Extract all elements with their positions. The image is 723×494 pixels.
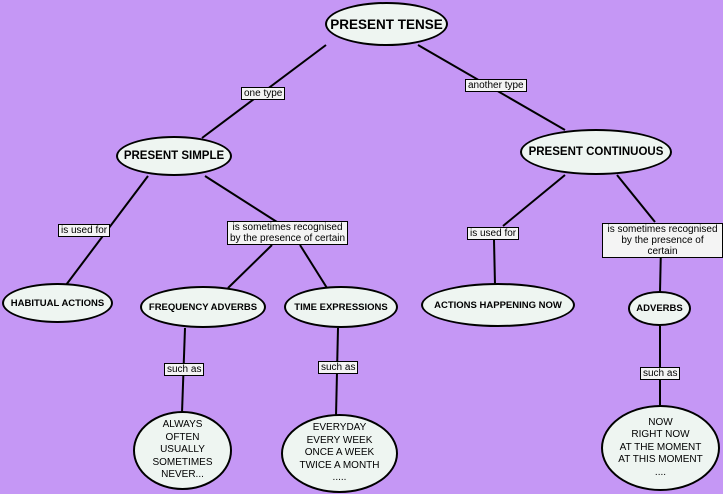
link-label-is-used-for-continuous[interactable]: is used for: [467, 227, 520, 240]
line-continuous-to-used-for: [502, 174, 566, 227]
node-frequency-adverbs-label: FREQUENCY ADVERBS: [148, 301, 258, 313]
frequency-example-item: NEVER...: [161, 469, 204, 481]
link-label-such-as-frequency[interactable]: such as: [164, 363, 205, 376]
time-example-item: TWICE A MONTH: [299, 459, 380, 471]
recognised-simple-line2: by the presence of certain: [230, 233, 346, 244]
node-adverb-examples[interactable]: NOW RIGHT NOW AT THE MOMENT AT THIS MOME…: [601, 405, 720, 491]
node-time-examples[interactable]: EVERYDAY EVERY WEEK ONCE A WEEK TWICE A …: [281, 414, 398, 493]
node-present-simple-label: PRESENT SIMPLE: [123, 150, 225, 162]
adverb-example-item: NOW: [648, 416, 673, 428]
adverb-example-item: RIGHT NOW: [631, 429, 690, 441]
node-habitual-actions-label: HABITUAL ACTIONS: [10, 297, 105, 309]
time-example-item: ONCE A WEEK: [304, 447, 375, 459]
node-present-continuous[interactable]: PRESENT CONTINUOUS: [520, 129, 672, 175]
node-adverbs-label: ADVERBS: [636, 303, 683, 314]
node-present-tense[interactable]: PRESENT TENSE: [325, 2, 448, 46]
time-example-item: EVERYDAY: [312, 422, 367, 434]
time-example-item: .....: [332, 472, 347, 484]
adverb-example-item: AT THE MOMENT: [619, 441, 702, 453]
node-actions-happening-now-label: ACTIONS HAPPENING NOW: [434, 299, 562, 311]
time-examples-list: EVERYDAY EVERY WEEK ONCE A WEEK TWICE A …: [300, 422, 380, 485]
frequency-examples-list: ALWAYS OFTEN USUALLY SOMETIMES NEVER...: [152, 419, 212, 482]
adverb-examples-list: NOW RIGHT NOW AT THE MOMENT AT THIS MOME…: [618, 417, 702, 480]
recognised-continuous-line1: is sometimes recognised: [607, 224, 718, 235]
line-recognised-to-frequency: [227, 244, 273, 289]
line-continuous-to-recognised: [616, 174, 656, 223]
line-used-for-to-actions: [493, 239, 496, 286]
line-recognised-to-time: [299, 244, 328, 289]
link-label-is-used-for-simple[interactable]: is used for: [58, 224, 111, 237]
link-label-recognised-continuous[interactable]: is sometimes recognised by the presence …: [602, 223, 723, 258]
node-actions-happening-now[interactable]: ACTIONS HAPPENING NOW: [421, 283, 575, 327]
link-label-recognised-simple[interactable]: is sometimes recognised by the presence …: [227, 221, 349, 245]
link-label-such-as-time[interactable]: such as: [318, 361, 359, 374]
line-simple-to-recognised: [204, 175, 278, 223]
recognised-continuous-line2: by the presence of certain: [621, 235, 704, 257]
node-present-tense-label: PRESENT TENSE: [330, 16, 443, 32]
node-frequency-examples[interactable]: ALWAYS OFTEN USUALLY SOMETIMES NEVER...: [133, 411, 232, 490]
frequency-example-item: ALWAYS: [162, 419, 203, 431]
adverb-example-item: ....: [654, 466, 667, 478]
recognised-simple-line1: is sometimes recognised: [232, 222, 343, 233]
link-label-one-type[interactable]: one type: [241, 87, 286, 100]
node-habitual-actions[interactable]: HABITUAL ACTIONS: [2, 283, 113, 323]
link-label-another-type[interactable]: another type: [465, 79, 527, 92]
link-label-such-as-adverbs[interactable]: such as: [640, 367, 681, 380]
adverb-example-item: AT THIS MOMENT: [618, 454, 703, 466]
frequency-example-item: SOMETIMES: [152, 456, 213, 468]
node-present-simple[interactable]: PRESENT SIMPLE: [116, 136, 232, 176]
node-present-continuous-label: PRESENT CONTINUOUS: [528, 146, 664, 158]
node-time-expressions[interactable]: TIME EXPRESSIONS: [284, 286, 398, 328]
frequency-example-item: USUALLY: [160, 444, 205, 456]
frequency-example-item: OFTEN: [165, 431, 200, 443]
node-frequency-adverbs[interactable]: FREQUENCY ADVERBS: [140, 286, 266, 328]
time-example-item: EVERY WEEK: [306, 434, 373, 446]
node-adverbs[interactable]: ADVERBS: [628, 291, 691, 326]
node-time-expressions-label: TIME EXPRESSIONS: [294, 301, 388, 313]
